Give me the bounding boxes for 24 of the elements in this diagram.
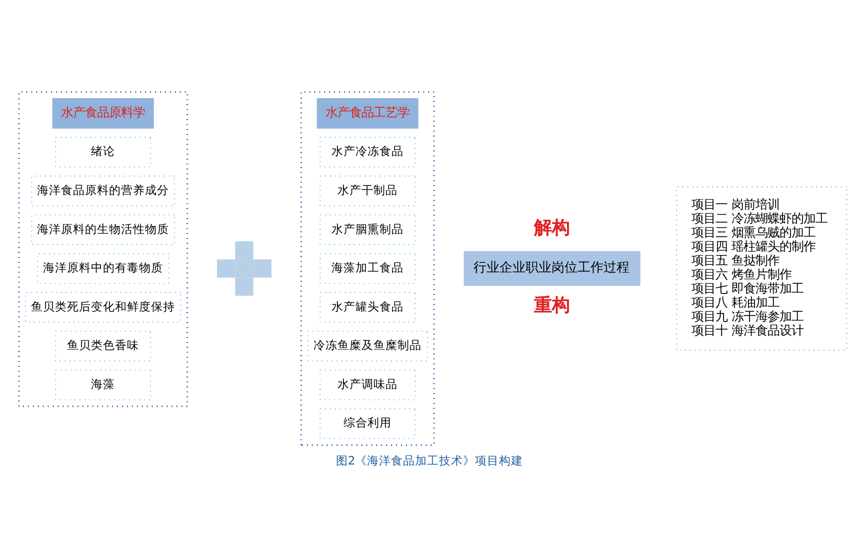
node-box: 海藻加工食品 <box>320 252 416 284</box>
node-box: 水产冷冻食品 <box>320 136 416 167</box>
node-box: 水产胭熏制品 <box>320 214 416 244</box>
node-box: 绪论 <box>55 136 151 167</box>
node-box: 海洋食品原料的营养成分 <box>31 175 175 206</box>
node-box: 冷冻鱼糜及鱼糜制品 <box>307 330 428 361</box>
node-label: 解构 <box>534 217 570 238</box>
node-box: 海藻 <box>55 369 151 400</box>
node-box: 水产食品工艺学 <box>316 98 418 128</box>
node-box: 行业企业职业岗位工作过程 <box>464 250 640 286</box>
node-box: 海洋原料中的有毒物质 <box>37 252 170 284</box>
node-box: 水产食品原料学 <box>52 98 154 128</box>
cluster <box>18 90 188 407</box>
node-box: 综合利用 <box>320 408 416 438</box>
node-box: 项目一 岗前培训 项目二 冷冻蝴蝶虾的加工 项目三 烟熏乌贼的加工 项目四 瑶柱罐头的制作 项目五 鱼挞制作 项目六 烤鱼片制作 项目七 即食海带加工 项目八 耗油加工 项目九 冻干海参加工 项目十 海洋食品设计 <box>676 186 848 350</box>
node-box: 水产调味品 <box>320 369 416 400</box>
node-box: 水产干制品 <box>320 175 416 206</box>
node-box: 水产罐头食品 <box>320 292 416 322</box>
node-box: 鱼贝类死后变化和鲜度保持 <box>25 292 182 322</box>
caption: 图2《海洋食品加工技术》项目构建 <box>336 452 524 467</box>
node-box: 海洋原料的生物活性物质 <box>31 214 175 244</box>
node-label: 重构 <box>534 294 570 316</box>
cluster <box>300 90 435 446</box>
node-box: 鱼贝类色香味 <box>55 330 151 361</box>
